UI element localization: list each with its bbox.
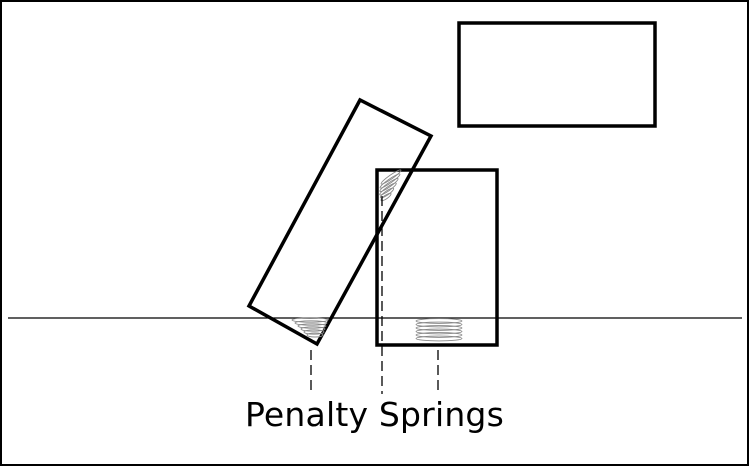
spring-upright-ground [415,318,463,342]
caption-label: Penalty Springs [245,395,504,434]
upright-block [375,168,499,347]
spring-block-contact [379,169,402,202]
tilted-block [246,97,434,347]
spring-tilted-ground [291,317,329,338]
free-block [457,21,657,128]
